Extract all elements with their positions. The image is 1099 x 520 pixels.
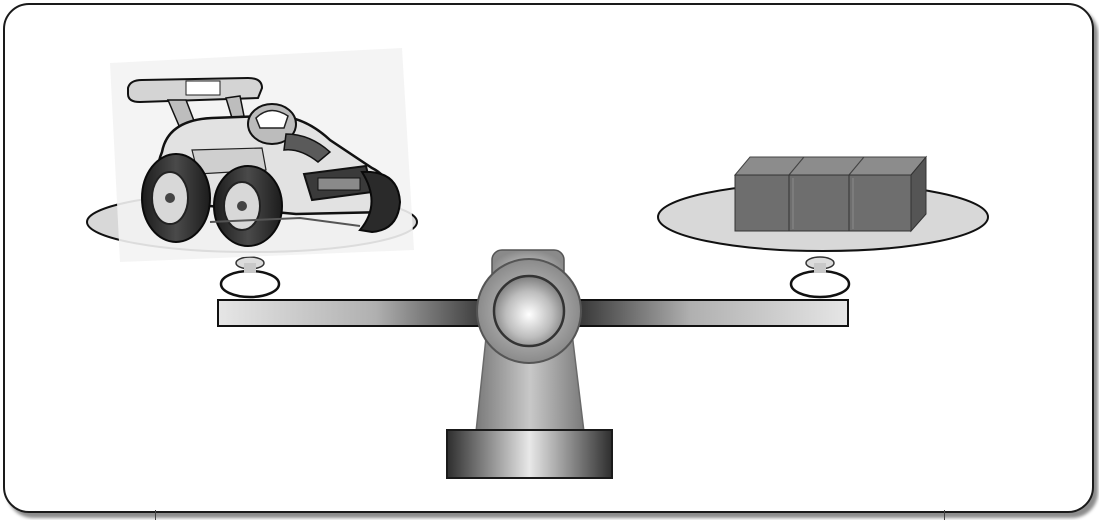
scale-base bbox=[447, 430, 612, 478]
pivot-head bbox=[477, 250, 581, 363]
cube-3 bbox=[849, 175, 911, 231]
right-pan-support bbox=[791, 257, 849, 297]
cube-1 bbox=[735, 175, 789, 231]
left-pan-support bbox=[221, 257, 279, 297]
pivot-knob bbox=[494, 276, 564, 346]
race-car bbox=[110, 48, 414, 262]
cube-2 bbox=[789, 175, 849, 231]
three-cubes bbox=[735, 157, 926, 231]
